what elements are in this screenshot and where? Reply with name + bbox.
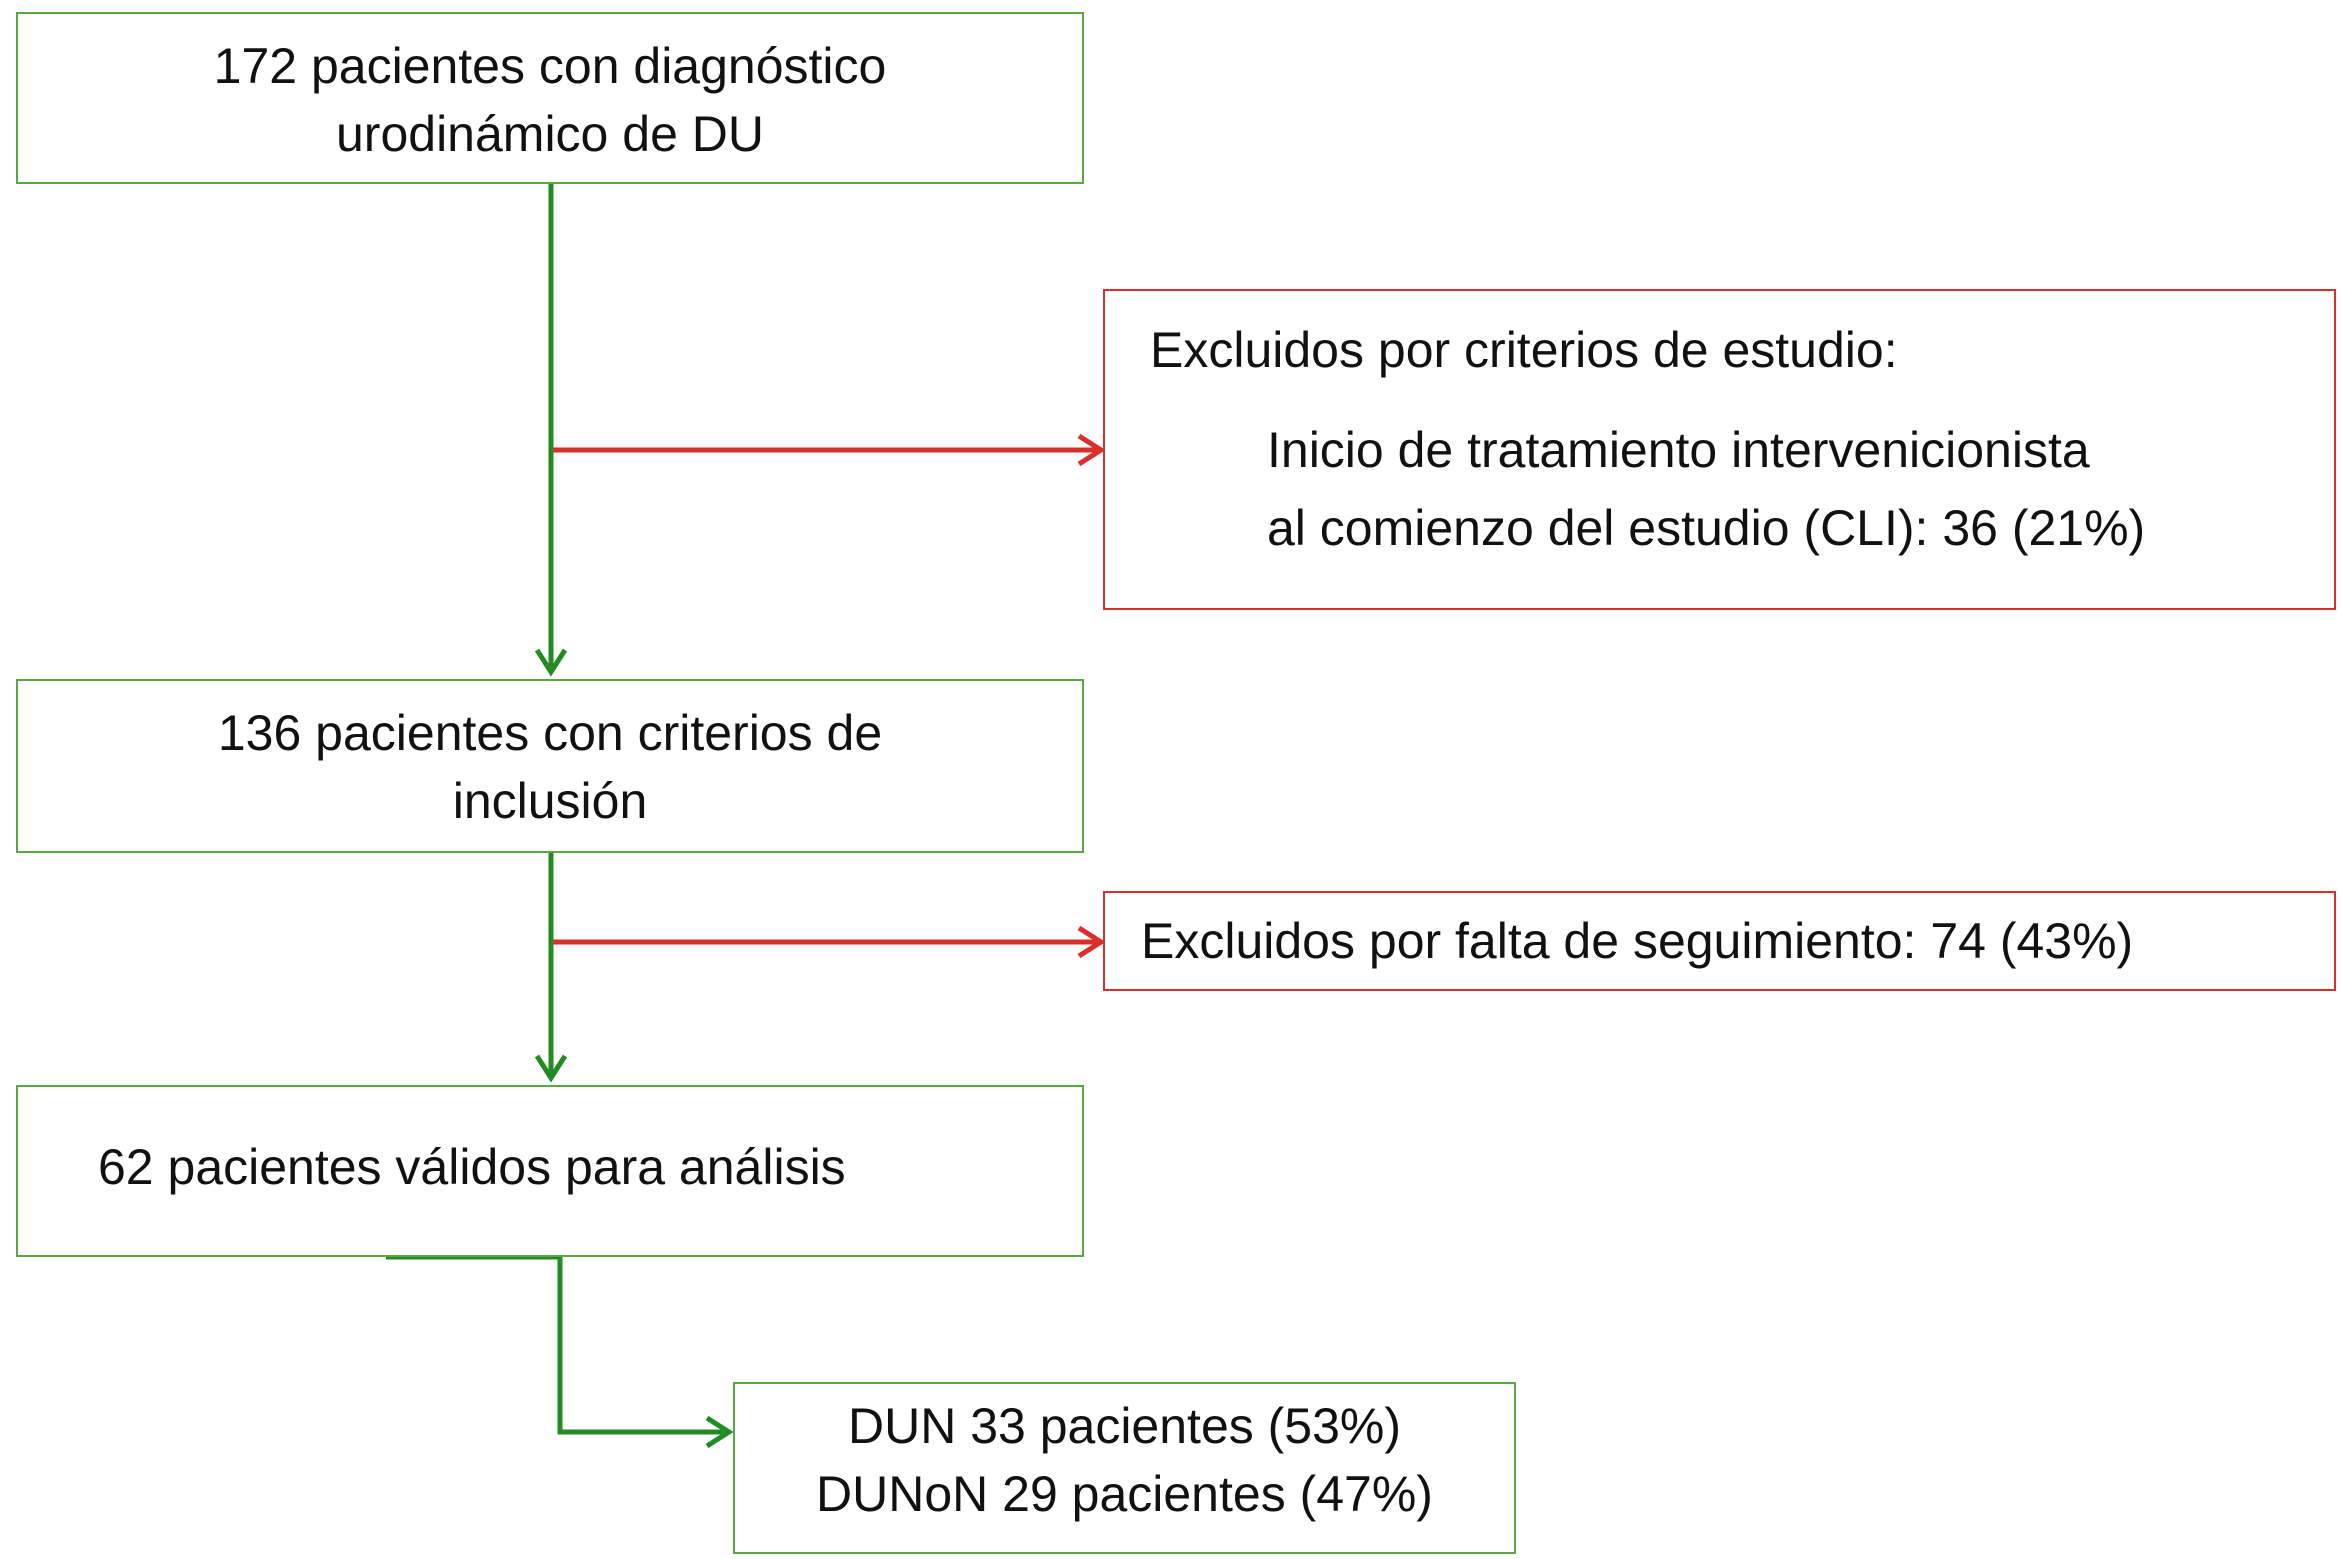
box-inclusion-criteria: 136 pacientes con criterios de inclusión [16,679,1084,853]
total-line-2: urodinámico de DU [336,106,764,162]
box-valid-patients: 62 pacientes válidos para análisis [16,1085,1084,1257]
arrowhead-groups [705,1415,734,1449]
exclusion-criteria-line-2: al comienzo del estudio (CLI): 36 (21%) [1267,500,2146,556]
exclusion-criteria-title: Excluidos por criterios de estudio: [1150,322,1898,378]
groups-line-dunon: DUNoN 29 pacientes (47%) [816,1466,1433,1522]
total-patients-text: 172 pacientes con diagnóstico urodinámic… [18,32,1082,168]
connector-valid-to-groups [386,1254,725,1435]
exclusion-criteria-line-1: Inicio de tratamiento intervenicionista [1267,422,2090,478]
inclusion-line-1: 136 pacientes con criterios de [217,705,883,761]
box-patient-groups: DUN 33 pacientes (53%) DUNoN 29 paciente… [733,1382,1516,1554]
exclusion-followup-text: Excluidos por falta de seguimiento: 74 (… [1141,913,2134,969]
box-exclusion-criteria: Excluidos por criterios de estudio: Inic… [1103,289,2336,610]
box-exclusion-followup: Excluidos por falta de seguimiento: 74 (… [1103,891,2336,991]
groups-text: DUN 33 pacientes (53%) DUNoN 29 paciente… [735,1392,1514,1528]
total-line-1: 172 pacientes con diagnóstico [213,38,887,94]
groups-line-dun: DUN 33 pacientes (53%) [847,1398,1402,1454]
arrowhead-inclusion [534,648,568,677]
inclusion-line-2: inclusión [452,773,648,829]
arrowhead-valid [534,1054,568,1083]
inclusion-text: 136 pacientes con criterios de inclusión [18,699,1082,835]
box-total-patients: 172 pacientes con diagnóstico urodinámic… [16,12,1084,184]
arrowhead-exclusion-followup [1077,925,1106,959]
arrowhead-exclusion-criteria [1077,433,1106,467]
valid-patients-text: 62 pacientes válidos para análisis [98,1139,846,1195]
